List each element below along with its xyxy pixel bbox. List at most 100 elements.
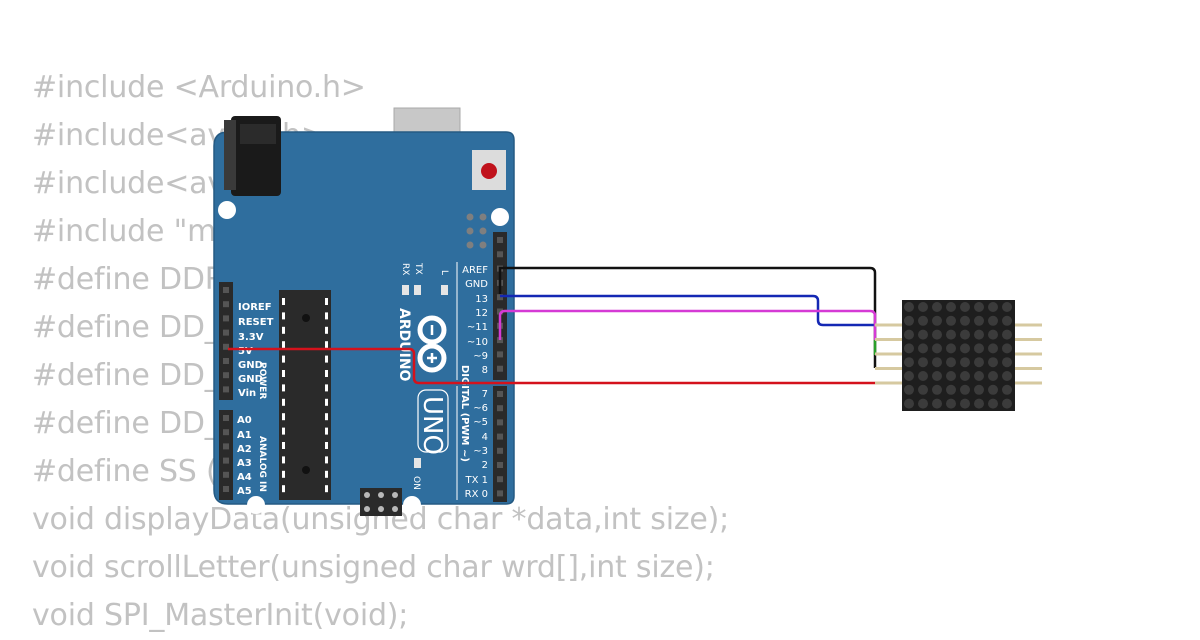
chip-pin [282,470,285,478]
code-line: #define DD_ [32,406,220,441]
matrix-led [988,329,998,340]
header-socket [223,443,229,450]
header-socket [497,391,503,397]
code-line: #define SS ( [32,454,218,489]
matrix-led [988,302,998,312]
chip-pin [325,384,328,392]
chip-pin [325,456,328,464]
wires [228,266,877,385]
matrix-led [974,315,984,326]
pin-label-12: 12 [475,308,488,319]
matrix-led [932,343,942,354]
led-matrix-module [875,300,1042,411]
pin-label-a0: A0 [237,415,252,426]
header-socket [497,337,503,344]
arduino-uno-board: IOREF RESET 3.3V 5V GND GND Vin POWER A0… [213,107,515,516]
matrix-led [932,384,942,395]
matrix-led [1002,343,1012,354]
pin-label-10: ~10 [467,337,488,348]
matrix-led [904,357,914,368]
matrix-led [960,357,970,368]
chip-pin [325,312,328,320]
matrix-led [904,329,914,340]
chip-pin [282,341,285,349]
wire-pin11 [498,309,877,340]
matrix-led [974,371,984,381]
matrix-led [960,302,970,312]
header-socket [497,251,503,258]
matrix-led [1002,384,1012,395]
header-socket [497,351,503,358]
chip-pin [282,384,285,392]
pin-label-gnd: GND [238,374,263,385]
matrix-led [988,384,998,395]
header-socket [497,308,503,315]
matrix-led [974,398,984,409]
mounting-hole [218,201,236,219]
chip-pin [325,413,328,421]
code-line: #include<avr/ [32,166,247,201]
header-socket [497,237,503,243]
power-header [219,282,233,400]
chip-pin [325,355,328,363]
header-socket [497,462,503,468]
matrix-led [946,371,956,381]
header-socket [223,429,229,436]
led-label-rx: RX [400,263,410,275]
matrix-led [960,315,970,326]
chip-pin [325,442,328,449]
pin-label-6: ~6 [473,403,488,414]
header-socket [223,372,229,379]
pin-label-a3: A3 [237,458,252,469]
pin-label-9: ~9 [473,351,488,362]
matrix-led [946,357,956,368]
header-socket [497,433,503,440]
chip-pin [282,456,285,464]
pin-label-7: 7 [482,389,488,400]
code-line: #define DD_ [32,310,220,345]
header-socket [223,358,229,364]
pin-label-8: 8 [482,365,488,376]
led-matrix [902,300,1015,411]
matrix-led [918,329,928,340]
matrix-led [988,371,998,381]
matrix-led [946,302,956,312]
digital-pin-labels: AREF GND 13 12 ~11 ~10 ~9 8 7 ~6 ~5 4 ~3… [456,262,488,500]
power-header-label: POWER [257,362,267,399]
header-socket [223,457,229,464]
pin-label-3v3: 3.3V [238,332,264,343]
header-socket [223,329,229,336]
chip-pin [282,370,285,377]
analog-header-label: ANALOG IN [257,436,267,492]
header-socket [223,343,229,350]
analog-pin-labels: A0 A1 A2 A3 A4 A5 ANALOG IN [237,415,267,497]
mounting-hole [403,496,421,514]
matrix-led [918,371,928,381]
code-line: void SPI_MasterInit(void); [32,598,409,633]
matrix-led [988,398,998,409]
matrix-led [932,398,942,409]
header-socket [223,486,229,492]
matrix-led [960,343,970,354]
led-label-tx: TX [413,262,423,275]
header-socket [223,471,229,478]
matrix-led [904,398,914,409]
matrix-led [1002,371,1012,381]
header-socket [497,405,503,412]
matrix-led [1002,398,1012,409]
matrix-led [1002,315,1012,326]
matrix-led [904,384,914,395]
pin-label-2: 2 [482,460,488,471]
chip-pin [282,413,285,421]
matrix-led [918,343,928,354]
brand-label: ARDUINO [396,308,412,382]
header-socket [223,386,229,393]
chip-pin [325,326,328,334]
digital-header-label: DIGITAL (PWM ~) [459,365,470,462]
matrix-led [974,302,984,312]
matrix-led [988,357,998,368]
matrix-led [974,384,984,395]
matrix-led [904,343,914,354]
header-socket [497,365,503,372]
